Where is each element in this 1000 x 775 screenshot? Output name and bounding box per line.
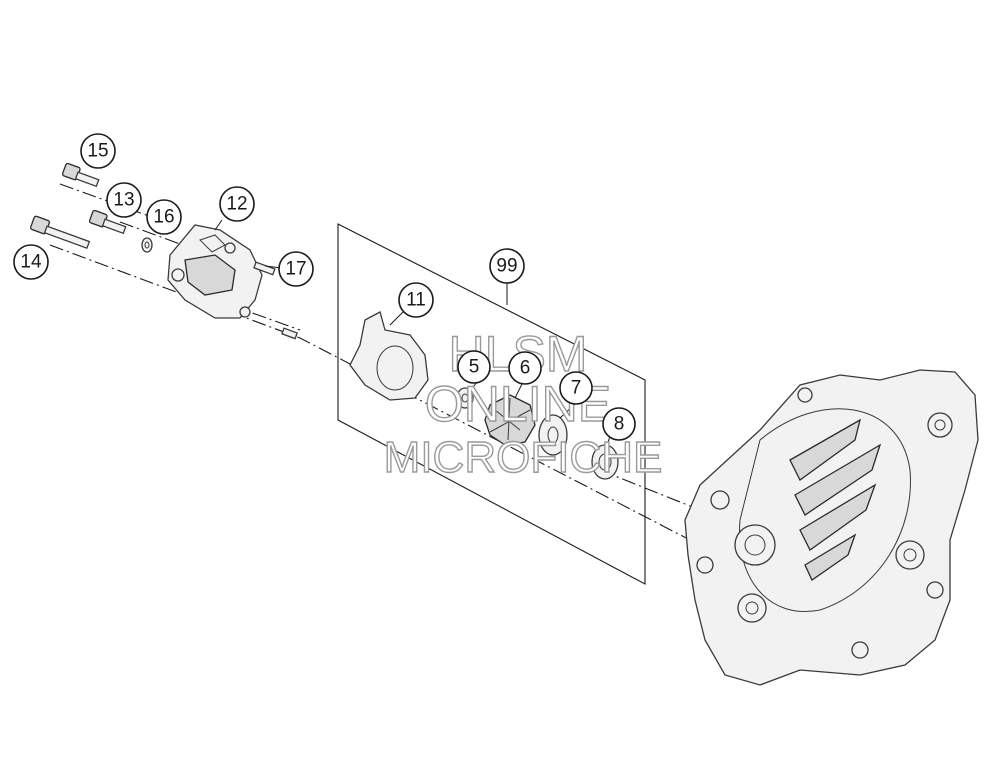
callout-14-label: 14 [20,252,42,273]
callout-6: 6 [508,351,542,385]
callout-17-label: 17 [285,259,306,280]
shaft-disc [538,414,568,456]
seal-ring [456,387,474,409]
kit-boundary-box [337,223,646,585]
callout-16-label: 16 [153,207,174,228]
callout-8: 8 [602,407,636,441]
watermark: HLSM ONLINE MICROFICHE [383,325,663,482]
callout-16: 16 [146,199,182,235]
pump-gasket [349,311,429,401]
callout-14: 14 [13,244,49,280]
callout-99: 99 [489,248,525,284]
callout-11: 11 [398,282,434,318]
callout-6-label: 6 [520,358,531,379]
bolt-long [30,215,91,249]
callout-15-label: 15 [87,141,108,162]
callout-5-label: 5 [469,357,480,378]
dowel-pin [253,261,299,340]
callout-13-label: 13 [113,190,134,211]
callout-12-label: 12 [226,194,247,215]
callout-5: 5 [457,350,491,384]
callout-99-label: 99 [496,256,517,277]
bolt-short-upper [61,162,100,188]
callout-15: 15 [80,133,116,169]
pump-impeller [484,394,536,446]
callout-7: 7 [559,371,593,405]
callout-8-label: 8 [614,414,625,435]
water-pump-cover [167,224,263,319]
bolt-short-lower [88,209,127,235]
callout-7-label: 7 [571,378,582,399]
callout-13: 13 [106,182,142,218]
watermark-line-3: MICROFICHE [384,433,663,482]
callout-11-label: 11 [406,290,426,311]
callout-12: 12 [219,186,255,222]
shaft-bearing [591,444,619,480]
clutch-cover [684,369,979,686]
washer [141,237,153,253]
callout-17: 17 [278,251,314,287]
